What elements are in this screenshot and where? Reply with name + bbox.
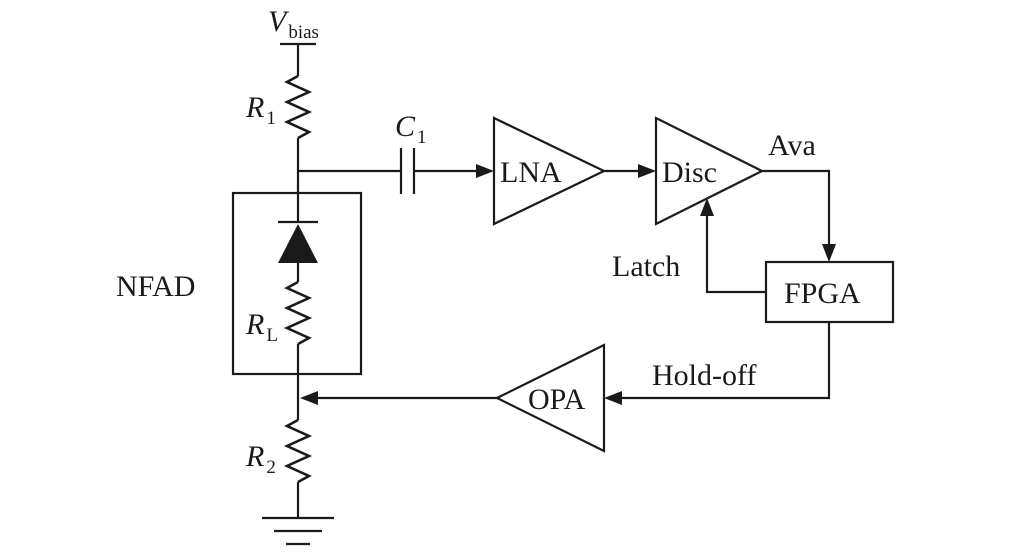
lna-label: LNA [500,156,562,189]
resistor-r1 [283,74,313,140]
rl-subscript: L [266,325,278,346]
r2-subscript: 2 [266,457,276,478]
opa-amplifier [494,343,606,453]
opa-label: OPA [528,383,586,416]
arrow-holdoff-opa [604,391,622,405]
diode-triangle [278,224,318,263]
wire-disc-fpga [762,169,831,246]
fpga-block [764,260,895,324]
ava-label: Ava [768,129,816,162]
disc-label: Disc [662,156,717,189]
c1-subscript: 1 [417,127,427,148]
ground-icon [262,516,334,546]
rl-symbol: R [245,308,264,341]
arrow-lna-disc [638,164,656,178]
latch-label: Latch [612,250,680,283]
resistor-r2 [283,418,313,484]
fpga-label: FPGA [784,277,861,310]
resistor-rl [283,280,313,346]
arrow-disc-fpga [822,244,836,262]
arrow-latch-disc [700,198,714,216]
r2-symbol: R [245,440,264,473]
c1-symbol: C [395,110,416,143]
wire-fpga-latch [705,216,766,294]
disc-discriminator [654,116,765,226]
r1-symbol: R [245,91,264,124]
vbias-symbol: V [268,5,290,38]
nfad-label: NFAD [116,270,195,303]
wire-fpga-holdoff [620,322,831,400]
arrow-c1-lna [476,164,494,178]
lna-amplifier [492,116,607,226]
arrow-opa-node [300,391,318,405]
vbias-subscript: bias [288,22,319,43]
holdoff-label: Hold-off [652,359,756,392]
r1-subscript: 1 [266,108,276,129]
